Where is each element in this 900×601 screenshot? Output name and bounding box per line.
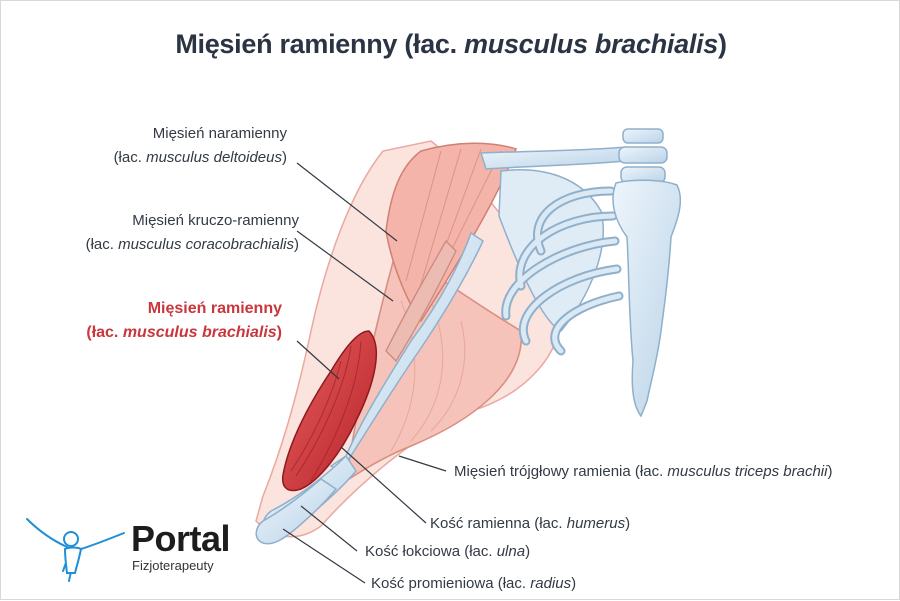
label-deltoid-latin-line: (łac. musculus deltoideus) — [113, 149, 287, 166]
coracobrachialis-muscle — [385, 239, 457, 363]
spine — [618, 128, 668, 184]
label-coracobrachialis-name: Mięsień kruczo-ramienny — [132, 212, 299, 229]
label-brachialis-latin-line: (łac. musculus brachialis) — [86, 324, 282, 341]
title-latin: musculus brachialis — [464, 29, 718, 59]
title-text: Mięsień ramienny (łac. — [175, 29, 465, 59]
label-deltoid-name: Mięsień naramienny — [152, 125, 287, 142]
label-ulna: Kość łokciowa (łac. ulna) — [365, 543, 531, 560]
sternum-bone — [612, 179, 682, 418]
label-brachialis: Mięsień ramienny (łac. musculus brachial… — [86, 297, 282, 345]
person-figure-icon — [26, 518, 125, 582]
leader-lines — [282, 162, 447, 584]
portal-logo: Portal Fizjoterapeuty — [19, 513, 249, 583]
label-brachialis-name: Mięsień ramienny — [147, 300, 282, 317]
label-radius: Kość promieniowa (łac. radius) — [371, 575, 577, 592]
label-coracobrachialis: Mięsień kruczo-ramienny (łac. musculus c… — [86, 209, 299, 257]
label-triceps: Mięsień trójgłowy ramienia (łac. musculu… — [454, 463, 833, 480]
title-close: ) — [717, 29, 727, 59]
label-humerus: Kość ramienna (łac. humerus) — [430, 515, 631, 532]
label-coracobrachialis-latin-line: (łac. musculus coracobrachialis) — [85, 236, 299, 253]
logo-name: Portal — [131, 518, 231, 559]
page-title: Mięsień ramienny (łac. musculus brachial… — [1, 29, 900, 60]
logo-subtitle: Fizjoterapeuty — [132, 558, 214, 573]
label-deltoid: Mięsień naramienny (łac. musculus deltoi… — [114, 122, 287, 170]
